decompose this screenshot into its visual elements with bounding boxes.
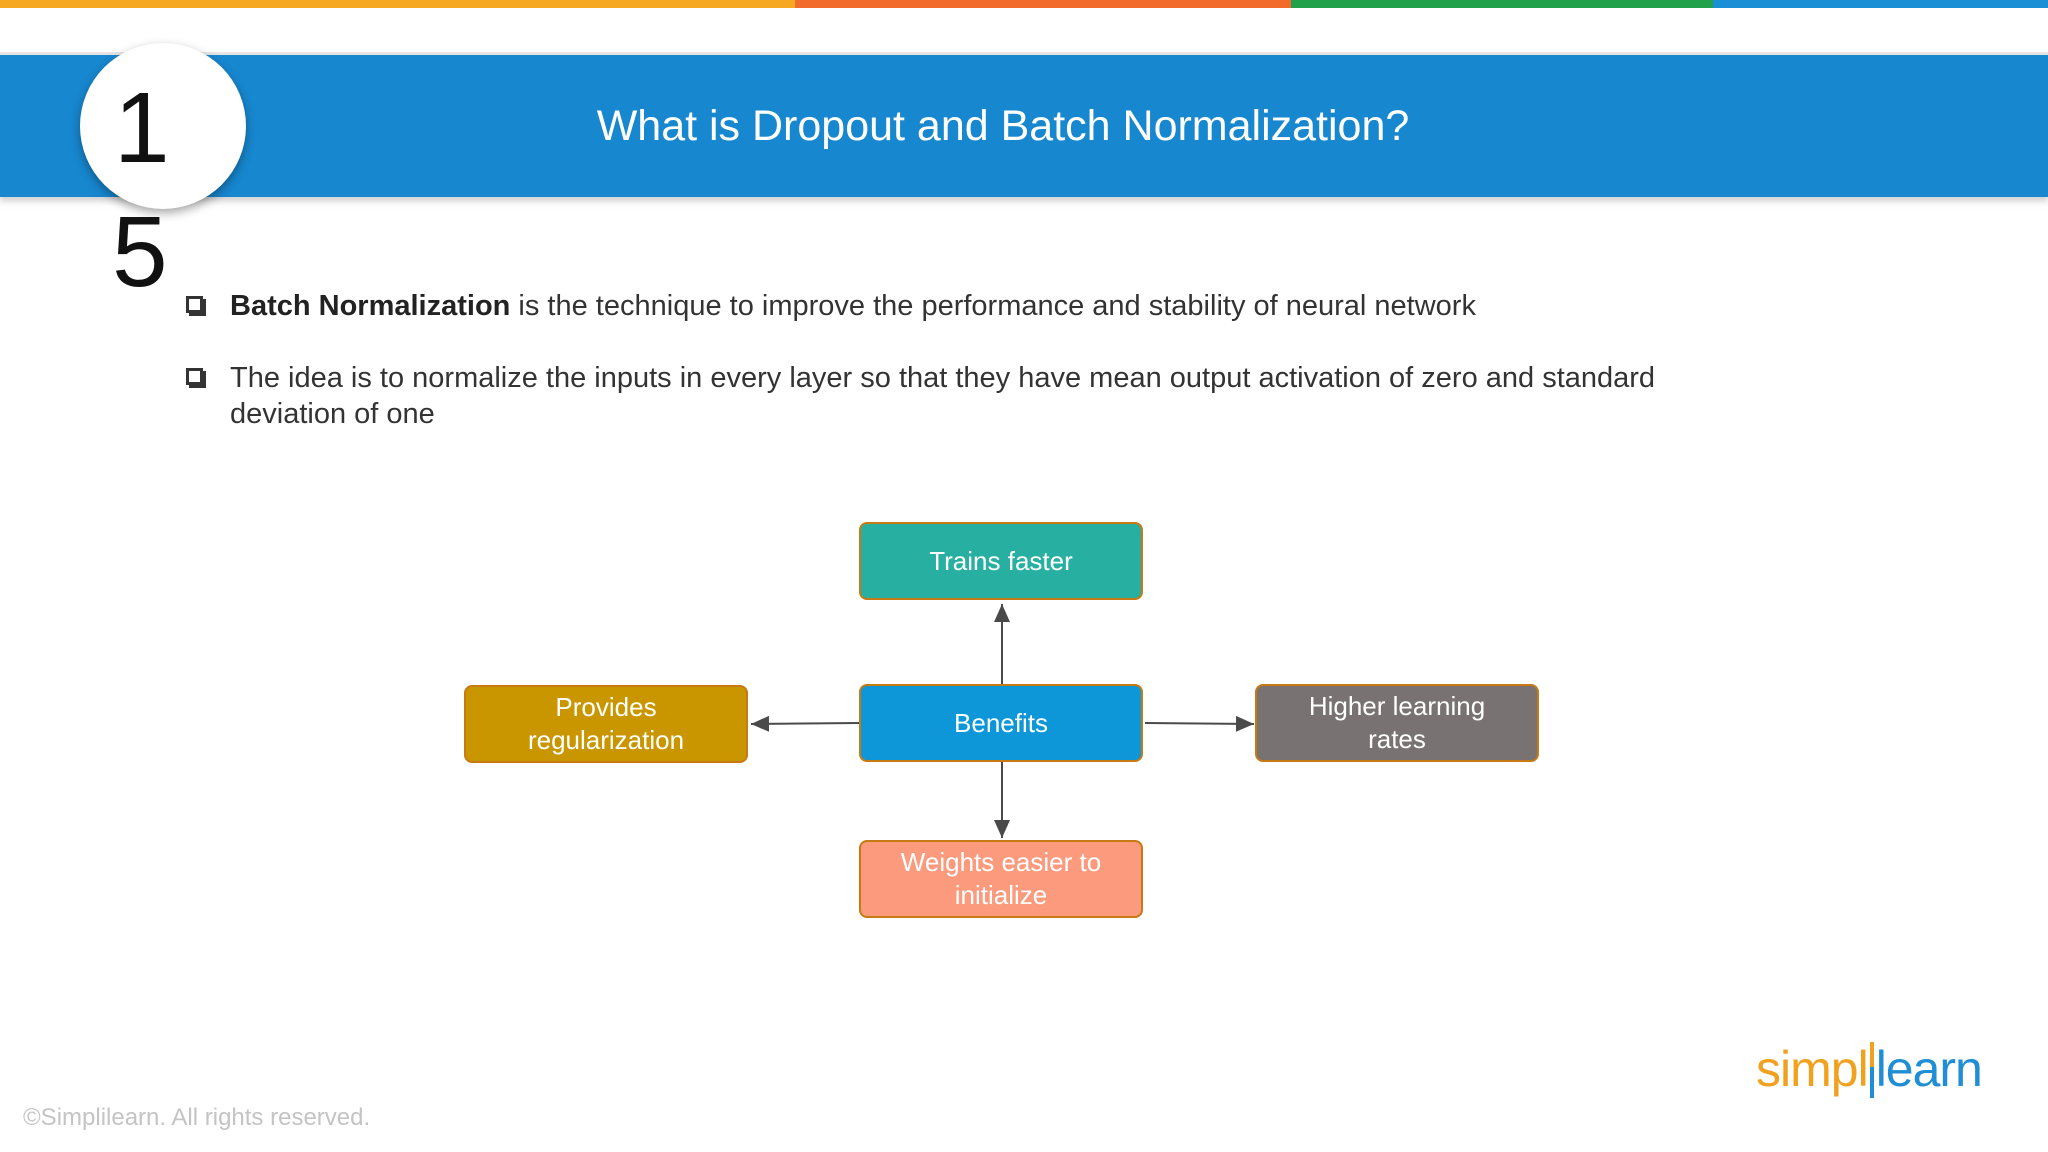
arrow-to-right bbox=[1144, 715, 1255, 732]
bullet-list: Batch Normalization is the technique to … bbox=[182, 288, 1742, 468]
stripe-orange bbox=[0, 0, 795, 8]
slide-number-digit-2: 5 bbox=[112, 196, 168, 308]
top-color-stripe bbox=[0, 0, 2048, 8]
bullet-item: Batch Normalization is the technique to … bbox=[182, 288, 1742, 324]
node-trains-faster: Trains faster bbox=[859, 522, 1143, 600]
slide-number-digit-1: 1 bbox=[114, 72, 170, 184]
node-label: Weights easier to initialize bbox=[900, 847, 1102, 910]
node-label: Higher learning rates bbox=[1308, 691, 1486, 754]
bullet-bold-text: Batch Normalization bbox=[230, 290, 511, 322]
bullet-text: The idea is to normalize the inputs in e… bbox=[230, 362, 1656, 430]
stripe-blue bbox=[1713, 0, 2048, 8]
logo-part-2: learn bbox=[1875, 1041, 1983, 1097]
copyright-text: ©Simplilearn. All rights reserved. bbox=[23, 1104, 371, 1131]
node-label: Provides regularization bbox=[527, 692, 685, 755]
slide-number-badge bbox=[80, 43, 246, 209]
bullet-text: is the technique to improve the performa… bbox=[510, 290, 1476, 322]
node-higher-learning-rates: Higher learning rates bbox=[1255, 684, 1539, 762]
node-weights-easier-to-initialize: Weights easier to initialize bbox=[859, 840, 1143, 918]
title-banner bbox=[0, 55, 2048, 197]
node-label: Trains faster bbox=[929, 545, 1073, 576]
logo-part-1: simpl bbox=[1756, 1041, 1869, 1097]
node-label: Benefits bbox=[954, 707, 1048, 738]
node-benefits: Benefits bbox=[859, 684, 1143, 762]
checkbox-bullet-icon bbox=[186, 296, 203, 313]
bullet-item: The idea is to normalize the inputs in e… bbox=[182, 360, 1742, 432]
node-provides-regularization: Provides regularization bbox=[464, 685, 748, 763]
slide-title: What is Dropout and Batch Normalization? bbox=[596, 101, 1410, 150]
stripe-green bbox=[1291, 0, 1713, 8]
stripe-red bbox=[795, 0, 1291, 8]
logo-divider-icon bbox=[1869, 1042, 1874, 1098]
arrow-to-left bbox=[750, 715, 860, 732]
checkbox-bullet-icon bbox=[186, 368, 203, 385]
